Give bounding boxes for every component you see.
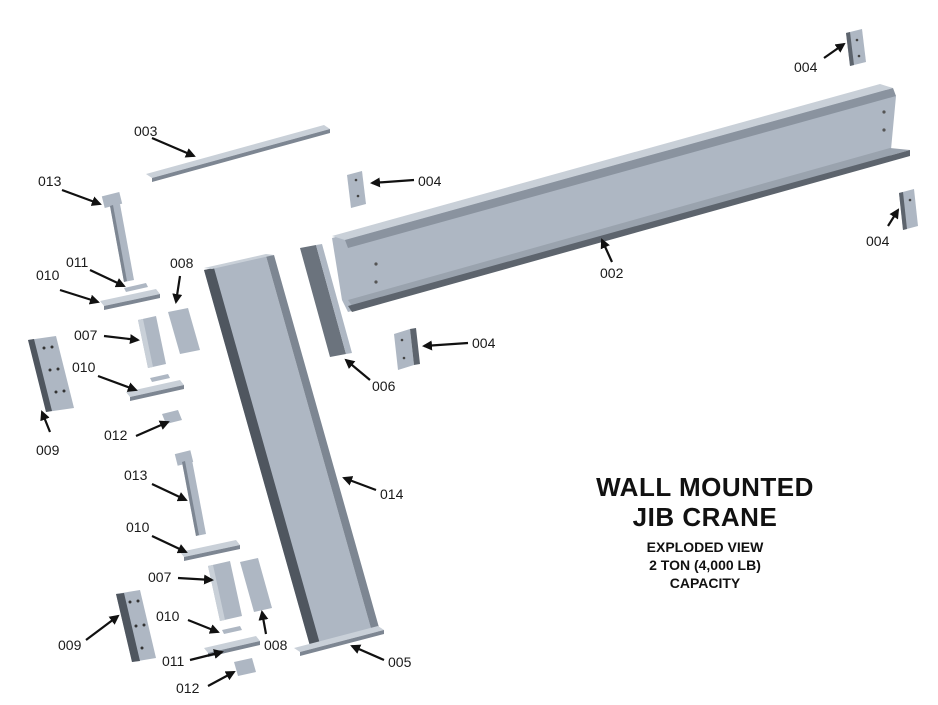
- callout-012: 012: [176, 680, 200, 696]
- callout-004: 004: [866, 233, 890, 249]
- callout-012: 012: [104, 427, 128, 443]
- subtitle-capacity-label: CAPACITY: [669, 575, 741, 591]
- callout-010: 010: [126, 519, 150, 535]
- callout-004: 004: [472, 335, 496, 351]
- callout-006: 006: [372, 378, 396, 394]
- part-004-plate-b: [347, 171, 366, 208]
- part-009-wall-plate-upper: [28, 336, 74, 412]
- callout-004: 004: [794, 59, 818, 75]
- subtitle-capacity-value: 2 TON (4,000 LB): [649, 557, 761, 573]
- callout-labels: 004 003 004 013 004 011 008 002 010 007 …: [36, 59, 890, 696]
- callout-009: 009: [58, 637, 82, 653]
- part-006-channel: [300, 244, 352, 357]
- callout-011: 011: [162, 653, 185, 669]
- drawing-title-block: WALL MOUNTED JIB CRANE EXPLODED VIEW 2 T…: [560, 472, 850, 592]
- callout-009: 009: [36, 442, 60, 458]
- part-004-plate-c: [899, 189, 918, 230]
- callout-013: 013: [124, 467, 148, 483]
- callout-013: 013: [38, 173, 62, 189]
- callout-011: 011: [66, 254, 89, 270]
- callout-002: 002: [600, 265, 624, 281]
- callout-010: 010: [72, 359, 96, 375]
- part-002-boom-beam: [332, 84, 910, 312]
- callout-007: 007: [148, 569, 172, 585]
- callout-010: 010: [36, 267, 60, 283]
- lower-pivot-assembly: [174, 450, 272, 676]
- leader-arrows: [40, 42, 900, 687]
- callout-008: 008: [264, 637, 288, 653]
- callout-010: 010: [156, 608, 180, 624]
- callout-004: 004: [418, 173, 442, 189]
- title-line-2: JIB CRANE: [632, 502, 778, 532]
- callout-008: 008: [170, 255, 194, 271]
- part-005-base-plate: [294, 626, 384, 656]
- title-line-1: WALL MOUNTED: [596, 472, 814, 502]
- upper-pivot-assembly: [100, 192, 200, 424]
- callout-007: 007: [74, 327, 98, 343]
- part-009-wall-plate-lower: [116, 590, 156, 662]
- callout-005: 005: [388, 654, 412, 670]
- part-014-mast: [204, 254, 380, 646]
- callout-003: 003: [134, 123, 158, 139]
- callout-014: 014: [380, 486, 404, 502]
- part-004-plate-a: [846, 29, 866, 66]
- part-004-plate-d: [394, 328, 420, 370]
- part-003-flat-bar: [146, 125, 330, 182]
- subtitle-view: EXPLODED VIEW: [646, 539, 764, 555]
